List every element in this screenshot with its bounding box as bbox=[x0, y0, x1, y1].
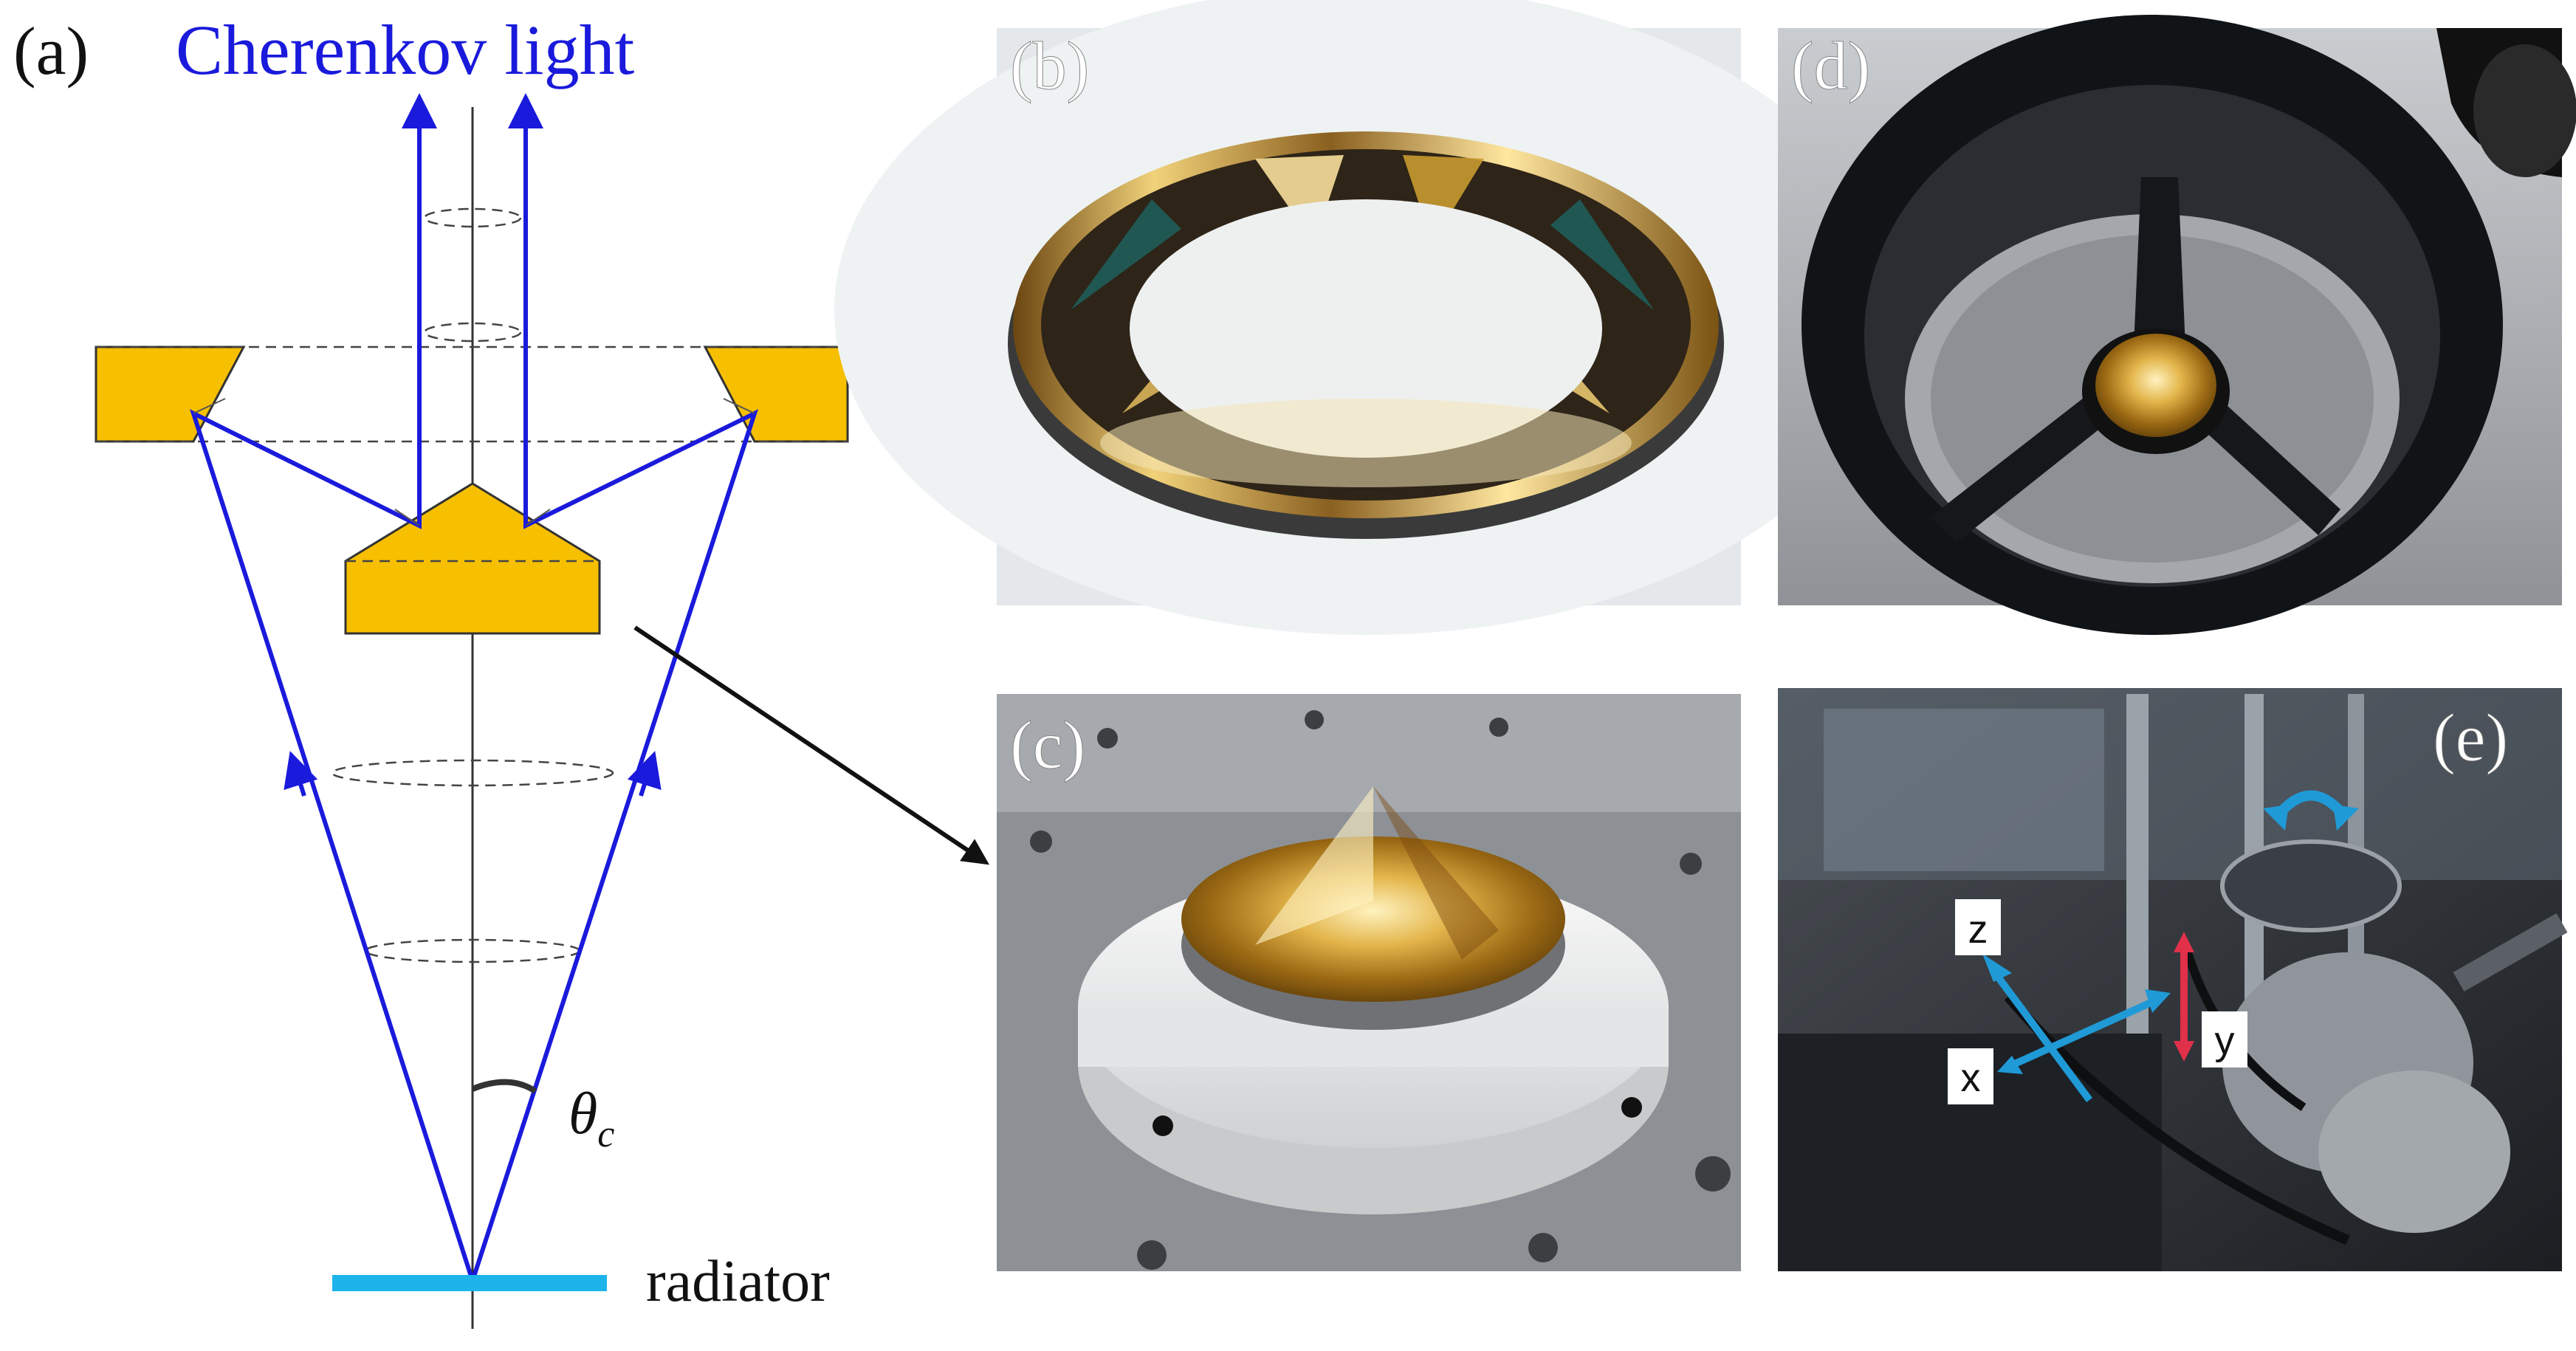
panel-e-photo: z y x (e) bbox=[1778, 688, 2568, 1271]
stage-axes bbox=[1982, 932, 2194, 1102]
panel-e-label: (e) bbox=[2433, 700, 2508, 775]
panel-d-photo: (d) bbox=[1778, 15, 2576, 635]
reflection-normals bbox=[193, 398, 755, 526]
cone-mirror bbox=[344, 482, 601, 635]
leader-arrow-to-c bbox=[633, 625, 989, 865]
panel-b-label: (b) bbox=[1010, 28, 1089, 103]
panel-c-photo: (c) bbox=[997, 694, 1741, 1271]
cherenkov-angle-arc bbox=[471, 1079, 537, 1094]
cherenkov-light-title: Cherenkov light bbox=[176, 10, 635, 89]
panel-c-label: (c) bbox=[1010, 707, 1085, 783]
light-rays bbox=[189, 93, 759, 1282]
cherenkov-angle-symbol: θc bbox=[569, 1082, 614, 1155]
panel-a-label: (a) bbox=[13, 13, 89, 89]
outer-mirror-left bbox=[95, 346, 246, 443]
panel-b-photo: (b) bbox=[834, 0, 1897, 635]
axis-label-x: x bbox=[1961, 1056, 1981, 1100]
panel-d-label: (d) bbox=[1791, 28, 1870, 103]
axis-label-y: y bbox=[2215, 1019, 2235, 1063]
radiator-label: radiator bbox=[646, 1249, 830, 1314]
axis-label-z: z bbox=[1968, 907, 1988, 952]
panel-a-schematic: (a) Cherenkov light bbox=[13, 10, 990, 1329]
